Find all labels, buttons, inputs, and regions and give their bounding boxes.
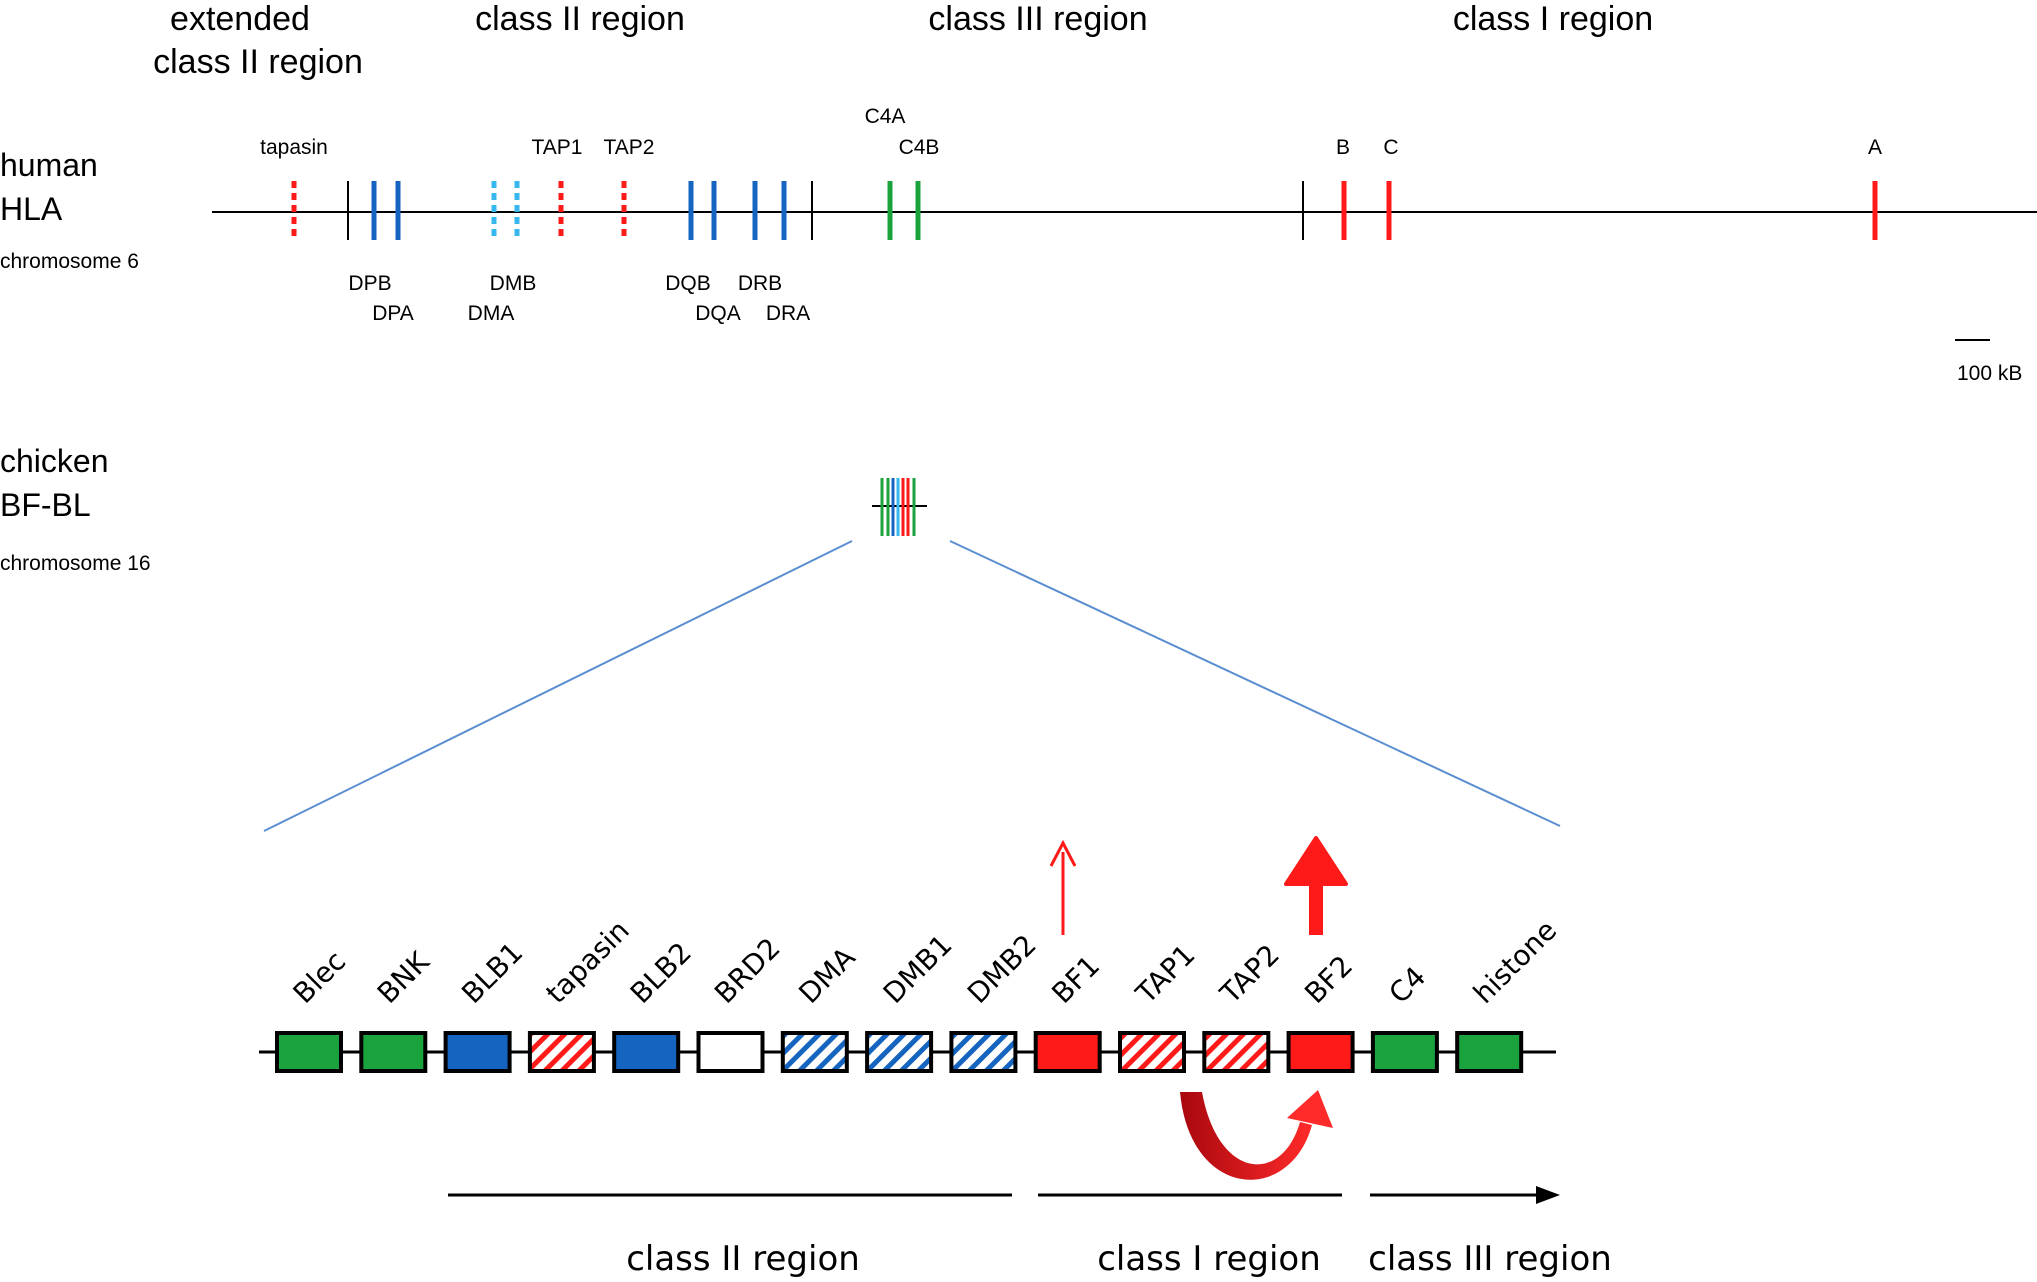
gene-box-blb2	[612, 1031, 681, 1073]
tapasin-label: tapasin	[260, 136, 328, 159]
gene-label-blb1: BLB1	[455, 936, 529, 1010]
class3-bracket-arrowhead	[1536, 1186, 1560, 1204]
gene-box-dma	[780, 1031, 849, 1073]
c4a-label: C4A	[865, 105, 906, 128]
gene-box-brd2	[696, 1031, 765, 1073]
tap-to-bf2-curved-arrow	[1180, 1090, 1333, 1180]
gene-box-blb1	[443, 1031, 512, 1073]
scale-bar: 100 kB	[1955, 339, 2022, 385]
class3-header: class III region	[928, 0, 1147, 38]
gene-box-bnk	[359, 1031, 428, 1073]
bf2-expression-arrow-head	[1284, 836, 1348, 886]
class1-header: class I region	[1453, 0, 1653, 38]
class1-region-label: class I region	[1097, 1239, 1321, 1279]
gene-label-blb2: BLB2	[624, 936, 698, 1010]
gene-box-bf2	[1286, 1031, 1355, 1073]
gene-box-tapasin	[527, 1031, 596, 1073]
c-label: C	[1383, 136, 1398, 159]
class2-header: class II region	[475, 0, 685, 38]
gene-box-histone	[1455, 1031, 1524, 1073]
zoom-line-left	[263, 540, 853, 832]
human-region-headers: extended class II region class II region…	[153, 0, 1653, 81]
gene-label-tap2: TAP2	[1213, 938, 1286, 1011]
gene-boxes	[275, 1031, 1524, 1073]
tap2-label: TAP2	[604, 136, 655, 159]
gene-label-dma: DMA	[792, 941, 861, 1010]
dqb-label: DQB	[665, 272, 711, 295]
gene-box-bf1	[1033, 1031, 1102, 1073]
gene-label-tap1: TAP1	[1129, 938, 1202, 1011]
curved-arrow-body	[1180, 1092, 1312, 1180]
gene-box-dmb2	[949, 1031, 1018, 1073]
gene-label-brd2: BRD2	[708, 931, 787, 1010]
extended-header-line1: extended	[170, 0, 310, 38]
dra-label: DRA	[766, 302, 810, 325]
drb-label: DRB	[738, 272, 782, 295]
gene-label-dmb2: DMB2	[961, 928, 1043, 1010]
gene-box-dmb1	[865, 1031, 934, 1073]
extended-header-line2: class II region	[153, 43, 363, 81]
gene-box-blec	[275, 1031, 343, 1073]
dma-label: DMA	[468, 302, 515, 325]
b-label: B	[1336, 136, 1350, 159]
class2-region-label: class II region	[626, 1239, 860, 1279]
chicken-species-label: chicken	[0, 443, 109, 479]
c4b-label: C4B	[899, 136, 940, 159]
chicken-compact-locus	[872, 478, 927, 536]
dqa-label: DQA	[695, 302, 741, 325]
a-label: A	[1868, 136, 1882, 159]
dpa-label: DPA	[372, 302, 414, 325]
dpb-label: DPB	[348, 272, 391, 295]
dmb-label: DMB	[490, 272, 537, 295]
gene-label-bf2: BF2	[1298, 949, 1359, 1010]
class3-region-label: class III region	[1368, 1239, 1612, 1279]
human-chromosome-map: tapasin TAP1 TAP2 C4A C4B B C A DPB DPA …	[212, 105, 2037, 325]
human-locus-label: HLA	[0, 191, 63, 227]
gene-box-c4	[1370, 1031, 1439, 1073]
gene-label-tapasin: tapasin	[540, 914, 636, 1010]
gene-label-bnk: BNK	[371, 945, 436, 1010]
curved-arrow-head	[1287, 1090, 1333, 1128]
tap1-label: TAP1	[532, 136, 583, 159]
chicken-region-brackets: class II region class I region class III…	[448, 1186, 1612, 1279]
gene-label-dmb1: DMB1	[877, 928, 959, 1010]
gene-box-tap2	[1202, 1031, 1271, 1073]
zoom-line-right	[949, 540, 1561, 827]
gene-label-blec: Blec	[287, 944, 352, 1009]
gene-label-c4: C4	[1383, 960, 1433, 1010]
chicken-chromosome-label: chromosome 16	[0, 552, 151, 575]
bf1-expression-arrow-head	[1049, 839, 1077, 867]
gene-label-histone: histone	[1467, 914, 1563, 1010]
human-species-label: human	[0, 147, 98, 183]
expression-arrows	[1049, 836, 1348, 935]
chicken-locus-label: BF-BL	[0, 487, 91, 523]
gene-label-bf1: BF1	[1045, 949, 1106, 1010]
human-chromosome-label: chromosome 6	[0, 250, 139, 273]
gene-box-tap1	[1118, 1031, 1186, 1073]
scale-bar-label: 100 kB	[1957, 362, 2022, 385]
